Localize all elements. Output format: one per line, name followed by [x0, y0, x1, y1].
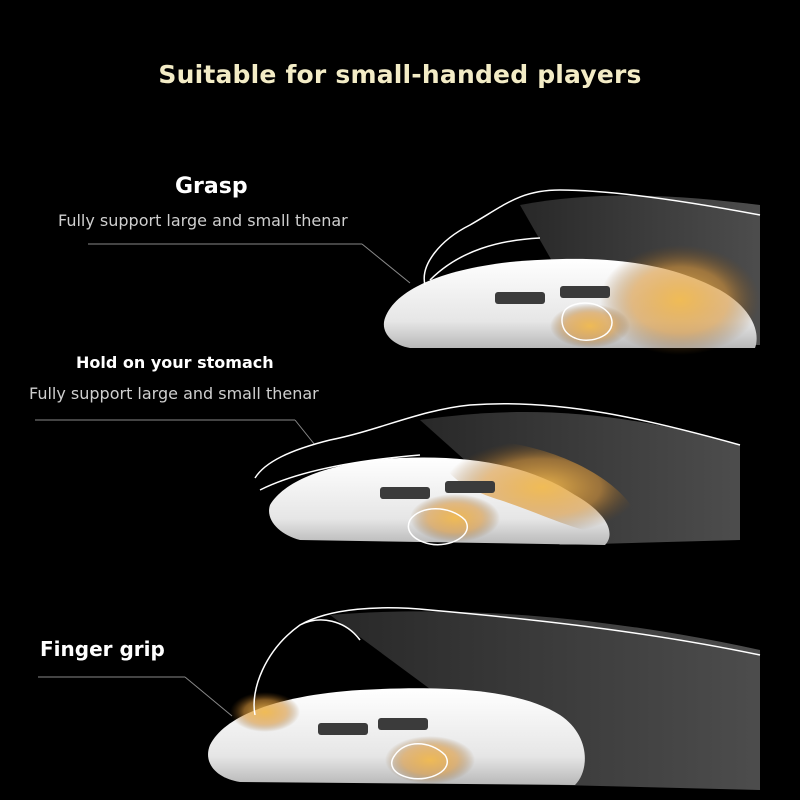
- finger-grip-mouse: [208, 688, 585, 785]
- grasp-illustration: [88, 189, 761, 355]
- finger-grip-fingertip-glow: [230, 692, 300, 732]
- finger-grip-arm: [330, 611, 760, 790]
- grasp-side-button-1: [495, 292, 545, 304]
- grasp-subtitle: Fully support large and small thenar: [58, 211, 348, 230]
- grasp-hand-outline: [423, 189, 761, 341]
- finger-grip-side-button-1: [318, 723, 368, 735]
- hold-leader-diagonal: [294, 419, 316, 446]
- hold-thumb-glow: [410, 494, 500, 542]
- hold-hand-outline: [254, 402, 741, 546]
- finger-grip-side-button-2: [378, 718, 428, 730]
- grasp-side-button-2: [560, 286, 610, 298]
- hold-heading: Hold on your stomach: [76, 353, 274, 372]
- finger-grip-hand-outline: [253, 607, 761, 780]
- grasp-thumb-glow: [550, 304, 630, 348]
- hold-illustration: [35, 402, 741, 546]
- finger-grip-thumb-glow: [385, 736, 475, 784]
- grasp-heading: Grasp: [175, 174, 248, 199]
- finger-grip-illustration: [38, 607, 761, 790]
- grasp-palm-glow: [600, 245, 760, 355]
- page-title: Suitable for small-handed players: [158, 60, 642, 89]
- hold-palm-glow: [444, 440, 640, 535]
- grasp-leader-diagonal: [361, 243, 411, 284]
- finger-grip-heading: Finger grip: [40, 637, 165, 661]
- hold-side-button-2: [445, 481, 495, 493]
- hold-side-button-1: [380, 487, 430, 499]
- hold-subtitle: Fully support large and small thenar: [29, 384, 319, 403]
- finger-grip-leader-diagonal: [184, 676, 233, 717]
